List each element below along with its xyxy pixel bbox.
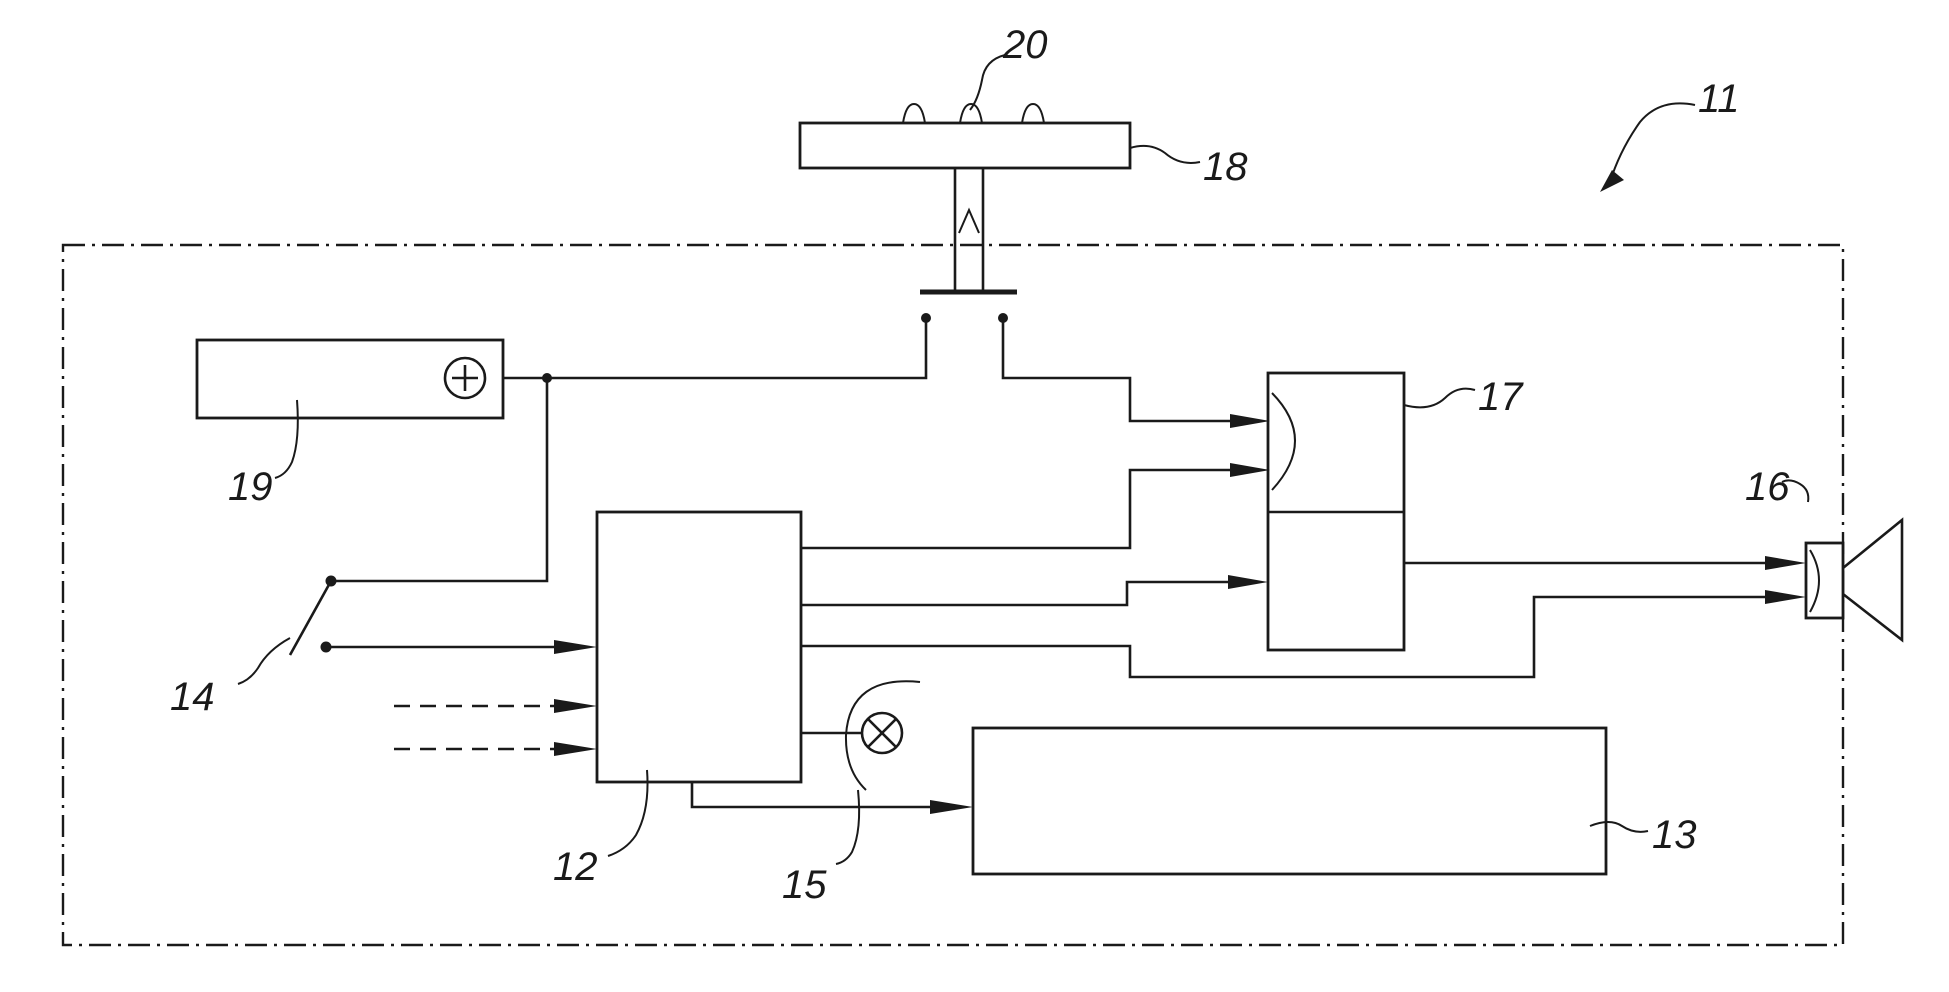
speaker-cone <box>1843 520 1902 640</box>
arrow-into-control-3 <box>554 742 597 756</box>
wire-control-to-mixer-lower <box>801 582 1233 605</box>
switch <box>290 576 337 656</box>
arrow-into-control-2 <box>554 699 597 713</box>
contact-bump-right <box>1022 104 1044 123</box>
arrow-into-speaker-1 <box>1765 556 1806 570</box>
label-11: 11 <box>1698 77 1740 121</box>
leader-14 <box>238 638 290 684</box>
label-15: 15 <box>782 863 827 907</box>
lamp <box>846 681 920 790</box>
label-14: 14 <box>170 675 215 719</box>
label-20: 20 <box>1002 23 1048 67</box>
arrow-into-control-1 <box>554 640 597 654</box>
arrow-into-mixer-1 <box>1230 414 1270 428</box>
leader-11-arrow <box>1600 170 1624 192</box>
arrow-into-mixer-2 <box>1230 463 1270 477</box>
label-16: 16 <box>1745 465 1790 509</box>
battery <box>197 340 503 418</box>
label-13: 13 <box>1652 813 1697 857</box>
leader-11 <box>1610 103 1695 182</box>
contact-bump-middle <box>960 104 982 123</box>
wire-terminal-to-mixer <box>1003 318 1233 421</box>
memory-block <box>973 728 1606 874</box>
stem-arrow-mark <box>959 210 979 233</box>
loudspeaker <box>1806 520 1902 640</box>
arrow-into-memory <box>930 800 973 814</box>
wire-battery-to-terminal <box>503 318 926 378</box>
leader-18 <box>1130 146 1200 163</box>
arrow-into-speaker-2 <box>1765 590 1806 604</box>
leader-17 <box>1404 389 1475 408</box>
connector-plate-body <box>800 123 1130 168</box>
label-19: 19 <box>228 465 273 509</box>
mixer <box>1268 373 1404 650</box>
contact-bump-left <box>903 104 925 123</box>
wire-control-to-memory <box>692 782 935 807</box>
arrow-into-mixer-3 <box>1228 575 1268 589</box>
label-17: 17 <box>1478 375 1524 419</box>
label-12: 12 <box>553 845 598 889</box>
leader-20 <box>970 55 1005 110</box>
control-unit <box>597 512 801 782</box>
label-18: 18 <box>1203 145 1248 189</box>
leader-15 <box>836 790 859 864</box>
connector-plate <box>800 104 1130 292</box>
wire-control-to-mixer-upper <box>801 470 1233 548</box>
